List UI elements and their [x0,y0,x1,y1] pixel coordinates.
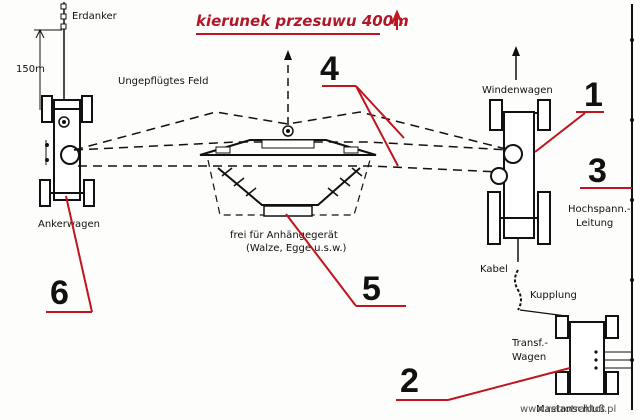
mast-connection-label: Mastanschluß [536,404,605,415]
coupling-label: Kupplung [530,290,577,301]
callout-5: 5 [285,213,406,308]
transformer-label-line1: Transf.- [511,338,548,349]
callout-2: 2 [396,362,571,401]
dimension-150m [34,28,62,110]
winch-wagon [487,99,551,245]
hitch-frame [207,159,371,217]
earth-anchor [60,2,67,32]
plough-implement [199,50,377,156]
high-voltage-line [630,4,634,410]
svg-text:5: 5 [362,270,381,308]
transformer-wagon [519,309,632,395]
callout-1: 1 [534,76,604,153]
svg-text:4: 4 [320,50,339,88]
dimension-label: 150m [16,64,45,75]
transformer-label-line2: Wagen [512,352,546,363]
direction-arrow-icon [391,9,403,30]
svg-text:3: 3 [588,152,607,190]
earth-anchor-label: Erdanker [72,11,118,22]
cable-label: Kabel [480,264,508,275]
svg-text:2: 2 [400,362,419,400]
direction-title: kierunek przesuwu 400m [196,12,409,30]
anchor-wagon-label: Ankerwagen [38,219,100,230]
anchor-wagon [39,95,95,207]
winch-wagon-label: Windenwagen [482,85,553,96]
svg-text:1: 1 [584,76,603,114]
trailer-label-line1: frei für Anhängegerät [230,230,338,241]
svg-text:6: 6 [50,274,69,312]
field-label: Ungepflügtes Feld [118,76,208,87]
callout-4: 4 [320,50,405,167]
hv-line-label-line1: Hochspann.- [568,204,631,215]
winch-arrow-icon [512,46,520,56]
hv-line-label-line2: Leitung [576,218,613,229]
trailer-label-line2: (Walze, Egge u.s.w.) [246,243,347,254]
callout-3: 3 [580,152,632,190]
callout-6: 6 [46,195,93,313]
power-cable [514,238,522,311]
watermark: www.retrotraktor.pl [520,404,616,415]
